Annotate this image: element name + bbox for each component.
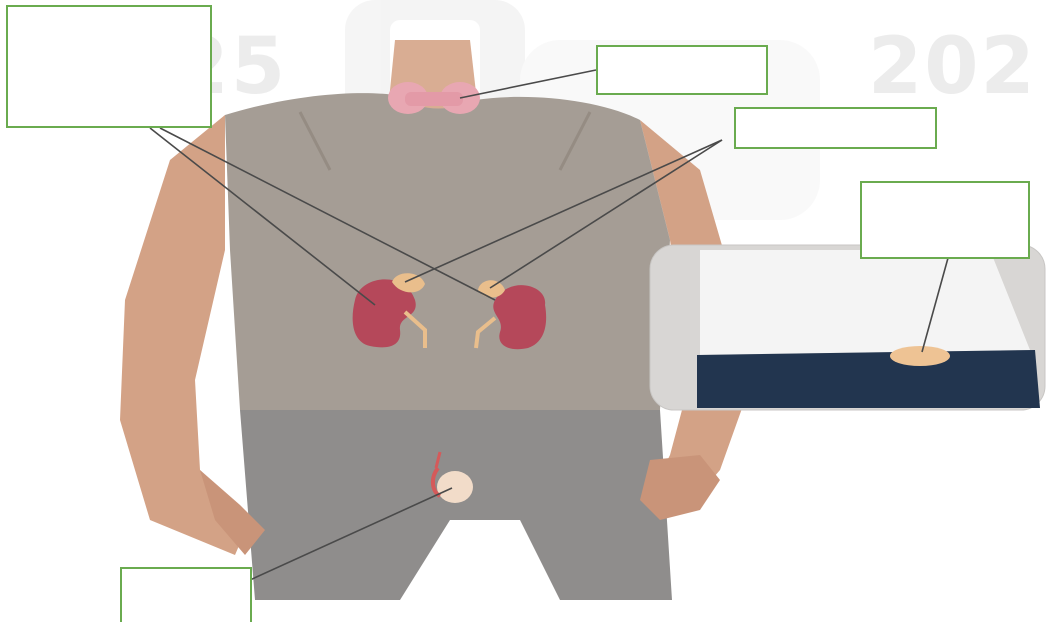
inset-jeans xyxy=(697,350,1040,408)
label-box-pancreas[interactable] xyxy=(860,181,1030,259)
label-box-top-left[interactable] xyxy=(6,5,212,128)
label-box-testis[interactable] xyxy=(120,567,252,622)
inset-panel xyxy=(650,245,1045,410)
label-box-adrenal[interactable] xyxy=(734,107,937,149)
pants xyxy=(240,410,672,600)
shirt xyxy=(225,93,670,410)
inset-shirt xyxy=(700,250,1030,355)
label-box-thyroid[interactable] xyxy=(596,45,768,95)
pancreas xyxy=(890,346,950,366)
